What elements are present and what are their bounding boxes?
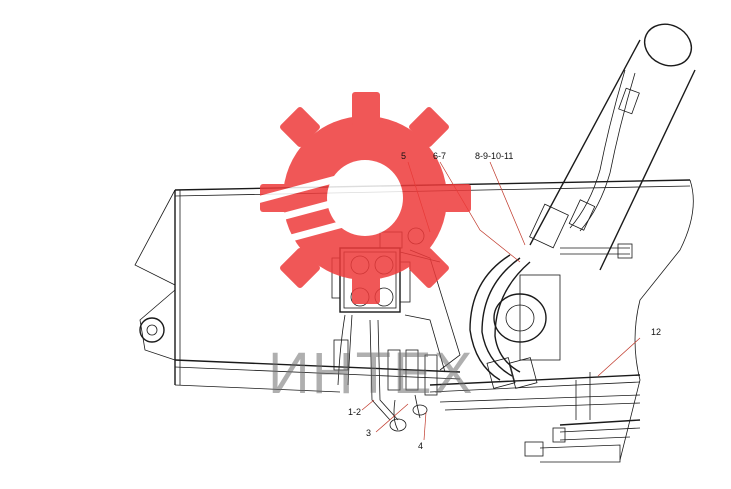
callout-5: 5 [401, 151, 407, 161]
callout-1-2: 1-2 [348, 407, 362, 417]
callout-3: 3 [366, 428, 372, 438]
watermark-gear-icon [219, 92, 471, 304]
watermark-text: ИНТЕХ [268, 341, 475, 406]
boom-arm [529, 23, 696, 271]
lower-rails [429, 372, 641, 463]
hose-bundle-left [333, 314, 438, 432]
hose-bundle-right [469, 199, 633, 389]
callout-12: 12 [651, 327, 662, 337]
callout-8-9-10-11: 8-9-10-11 [475, 151, 514, 161]
callout-4: 4 [418, 441, 424, 451]
callout-6-7: 6-7 [433, 151, 447, 161]
